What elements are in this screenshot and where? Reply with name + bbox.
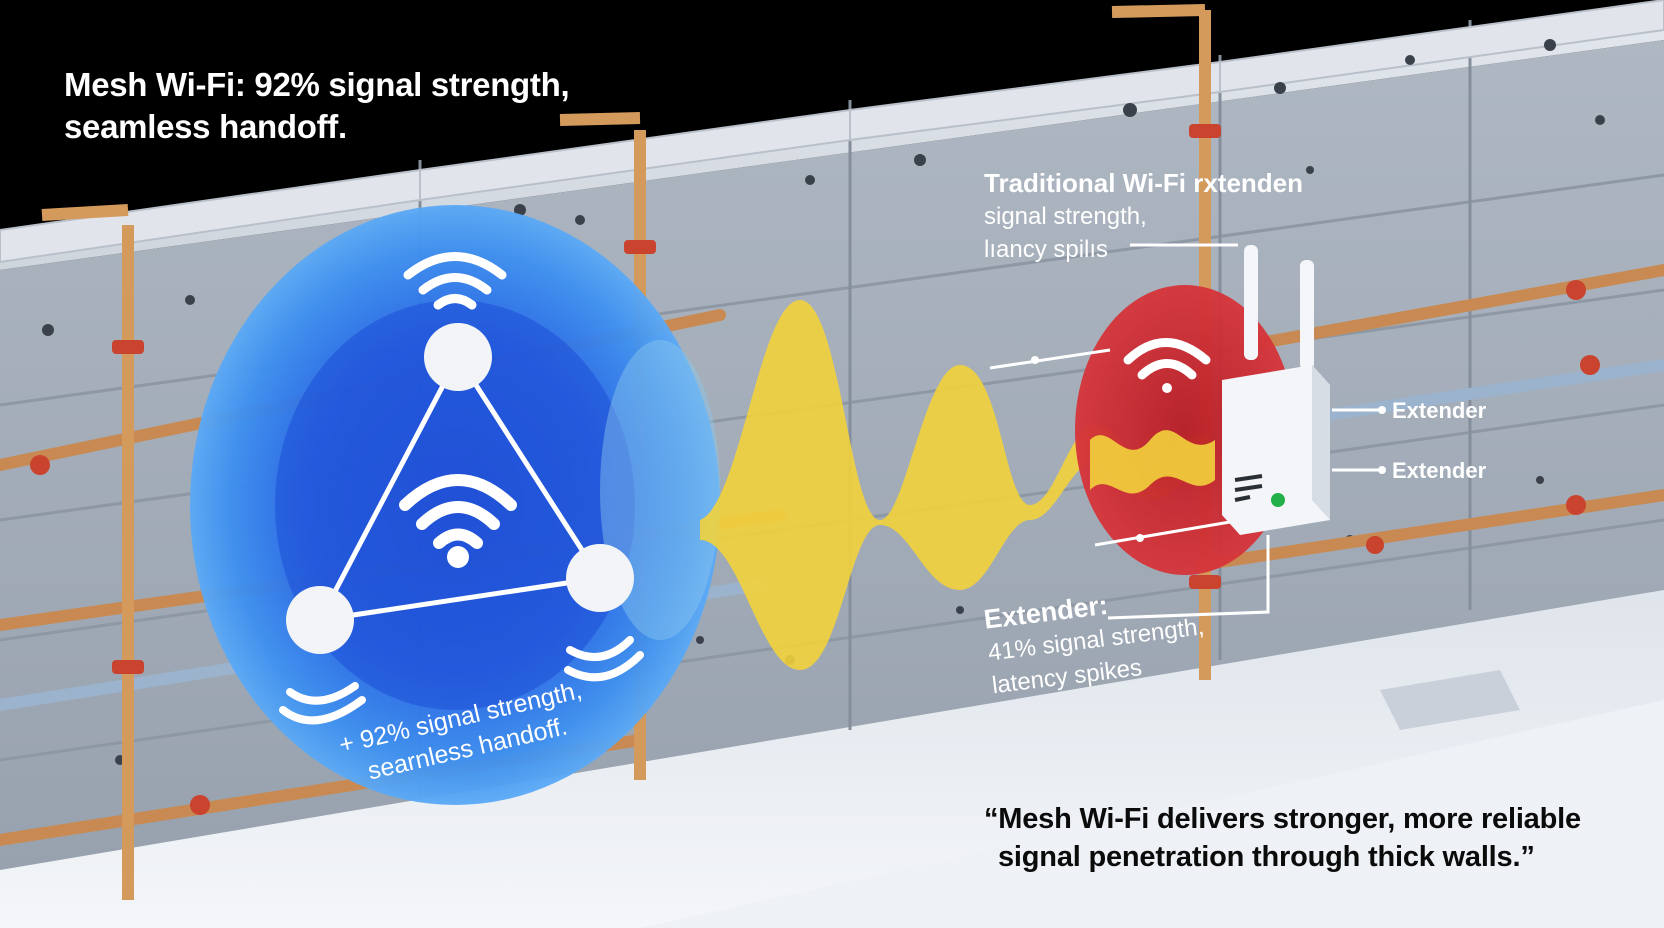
quote-line1: “Mesh Wi-Fi delivers stronger, more reli…	[984, 803, 1581, 835]
traditional-callout-line3: lıancy spilıs	[984, 236, 1109, 263]
traditional-callout-line2: signal strength,	[984, 203, 1147, 230]
wifi-icon	[279, 252, 644, 725]
router-icon	[1222, 245, 1330, 535]
quote: “Mesh Wi-Fi delivers stronger, more reli…	[984, 800, 1581, 876]
wifi-icon	[1123, 338, 1211, 393]
extender-label-bottom: Extender	[1392, 458, 1487, 483]
headline: Mesh Wi-Fi: 92% signal strength, seamles…	[64, 64, 570, 148]
quote-line2: signal penetration through thick walls.”	[998, 841, 1535, 873]
wifi-dot	[447, 546, 469, 568]
mesh-node-icon	[286, 323, 634, 654]
signal-wave	[700, 300, 1210, 670]
headline-line2: seamless handoff.	[64, 108, 347, 145]
mesh-links	[317, 355, 603, 623]
callout-leaders	[989, 243, 1382, 620]
traditional-callout: Traditional Wi-Fi rxtenden signal streng…	[984, 166, 1303, 266]
headline-line1: Mesh Wi-Fi: 92% signal strength,	[64, 66, 570, 103]
extender-label-top: Extender	[1392, 398, 1487, 423]
traditional-callout-title: Traditional Wi-Fi rxtenden	[984, 168, 1304, 198]
